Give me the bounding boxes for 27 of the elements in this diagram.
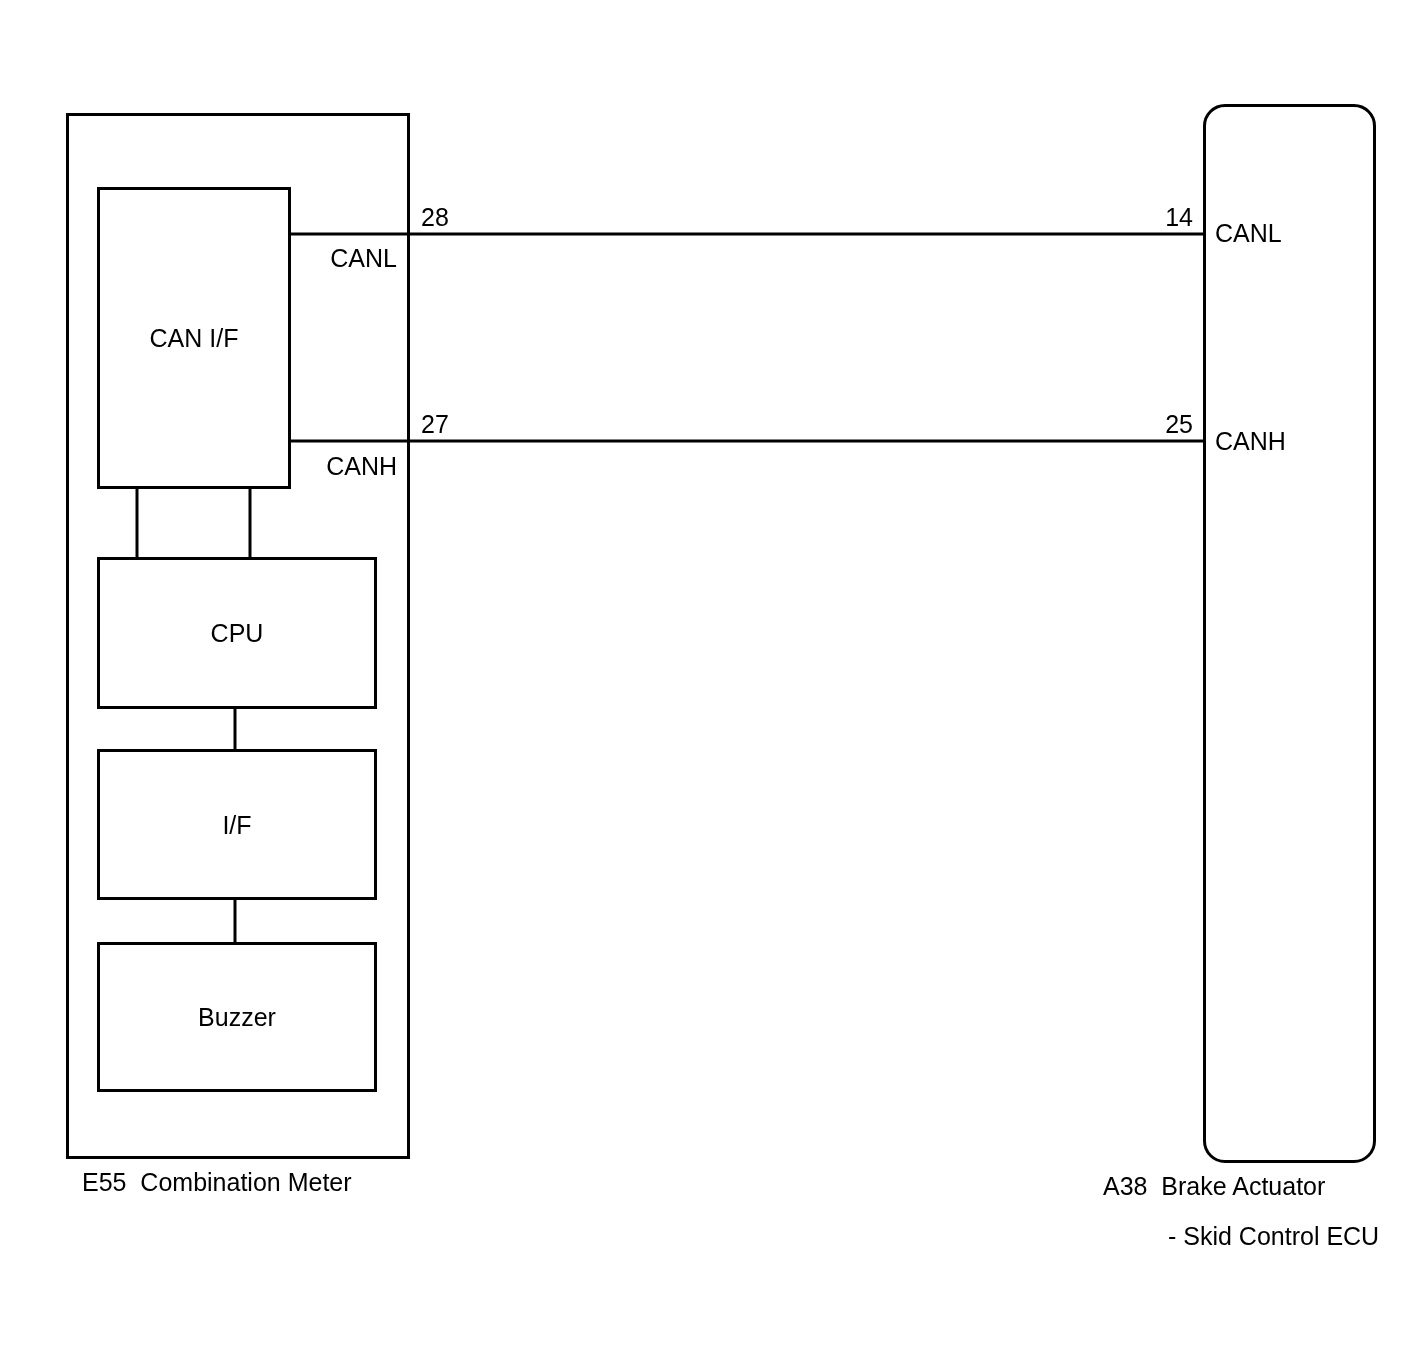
component-box xyxy=(97,557,377,709)
wire xyxy=(291,232,1203,236)
pin-number: 27 xyxy=(421,412,449,437)
component-label: I/F xyxy=(221,812,253,837)
wire xyxy=(135,489,139,557)
meter-box xyxy=(66,113,410,1159)
component-label: CAN I/F xyxy=(148,325,240,351)
pin-number: 28 xyxy=(421,205,449,230)
pin-number: 25 xyxy=(1165,412,1193,437)
pin-number: 14 xyxy=(1165,205,1193,230)
component-caption: E55 Combination Meter xyxy=(82,1170,352,1195)
wire xyxy=(291,439,1203,443)
component-box xyxy=(97,749,377,900)
component-label: Buzzer xyxy=(197,1004,277,1030)
signal-name: CANL xyxy=(1215,221,1282,246)
component-box xyxy=(97,187,291,489)
signal-name: CANL xyxy=(330,246,397,271)
wire xyxy=(248,489,252,557)
component-caption: A38 Brake Actuator xyxy=(1103,1174,1326,1199)
component-label: CPU xyxy=(209,620,265,646)
wire xyxy=(233,709,237,749)
ecu-box xyxy=(1203,104,1376,1163)
signal-name: CANH xyxy=(1215,429,1286,454)
component-caption: - Skid Control ECU xyxy=(1168,1224,1380,1249)
wire xyxy=(233,900,237,942)
component-box xyxy=(97,942,377,1092)
signal-name: CANH xyxy=(326,454,397,479)
